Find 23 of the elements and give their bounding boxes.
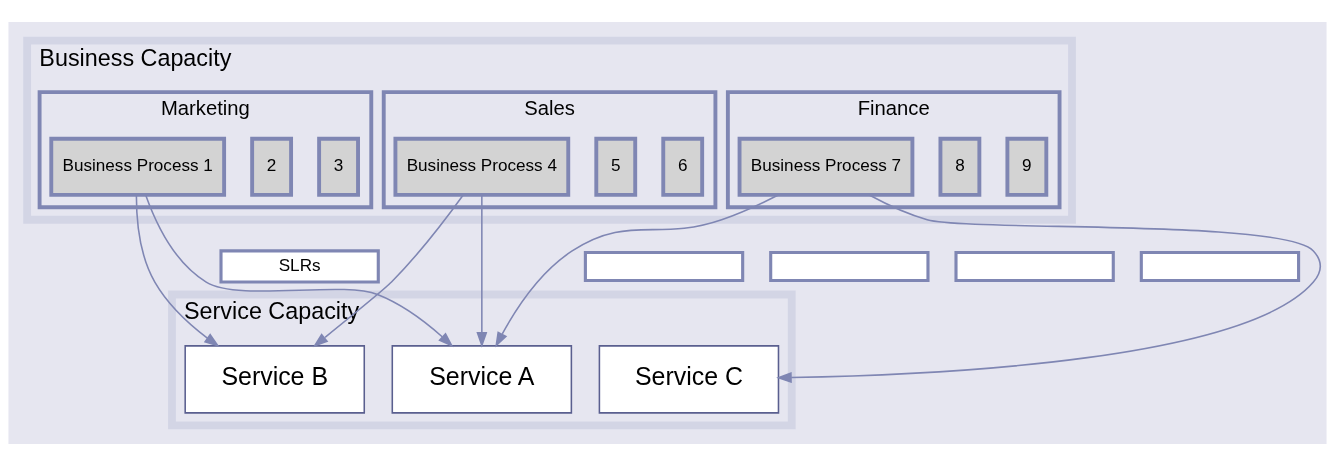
node-box	[583, 250, 745, 282]
arrow	[312, 193, 464, 347]
node-box	[769, 250, 930, 282]
node-box: Service B	[184, 344, 366, 414]
node-box: 5	[594, 136, 638, 197]
node-box	[954, 250, 1115, 282]
arrow	[135, 193, 220, 347]
node-box: 6	[661, 136, 705, 197]
arrow	[476, 193, 488, 348]
node-box: Business Process 4	[393, 136, 571, 197]
node-box	[1139, 250, 1301, 282]
node-box: 8	[938, 136, 982, 197]
node-box: Business Process 1	[49, 136, 227, 197]
node-box: Service A	[391, 344, 573, 414]
arrow	[145, 193, 454, 347]
node-box: 2	[250, 136, 294, 197]
node-box: Service C	[598, 344, 780, 414]
node-box: Business Process 7	[737, 136, 915, 197]
node-box: SLRs	[219, 248, 380, 284]
arrow	[776, 193, 1322, 383]
node-box: 9	[1005, 136, 1049, 197]
arrow	[495, 193, 779, 347]
node-box: 3	[317, 136, 360, 197]
